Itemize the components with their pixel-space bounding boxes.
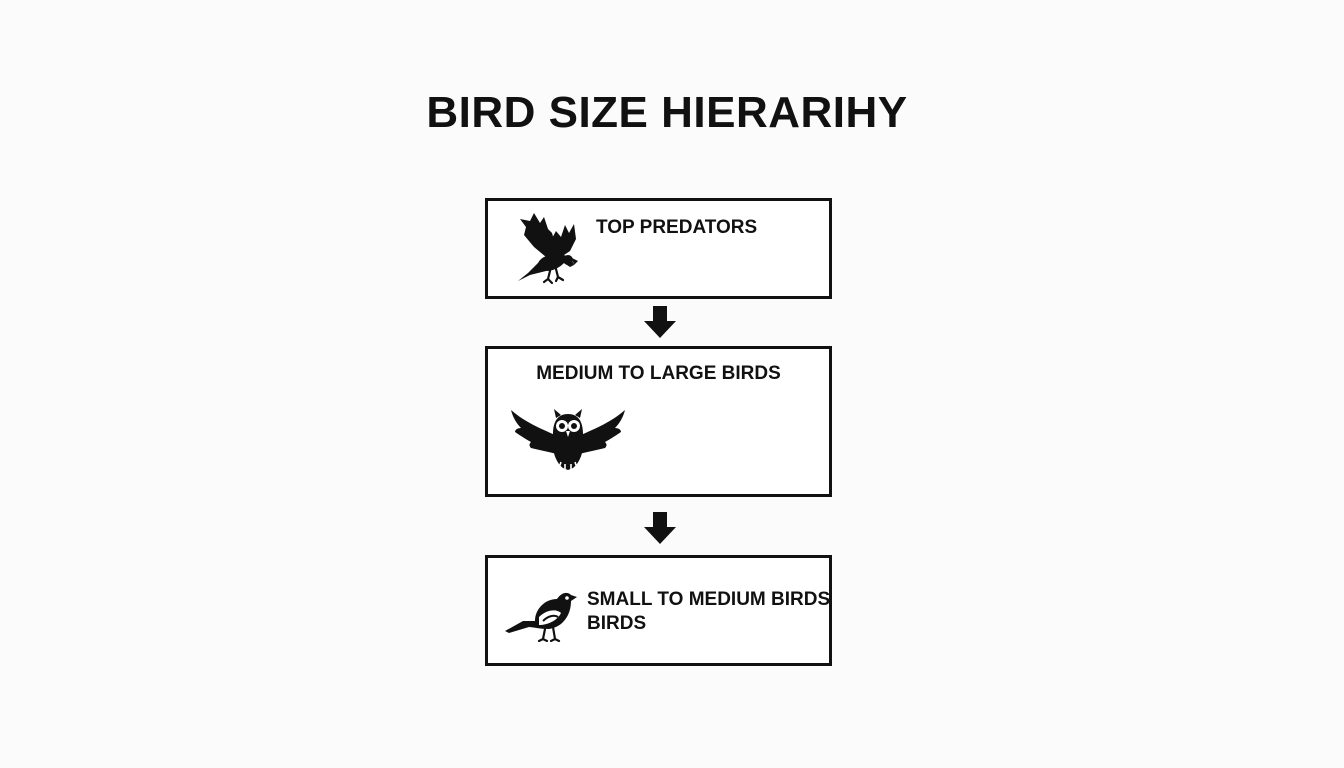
level-box-medium-to-large-birds: MEDIUM TO LARGE BIRDS	[485, 346, 832, 497]
level-label-small-to-medium-birds: SMALL TO MEDIUM BIRDS	[587, 589, 831, 610]
arrow-down-icon	[644, 512, 676, 544]
owl-icon	[511, 409, 625, 470]
diagram-title: BIRD SIZE HIERARIHY	[426, 88, 908, 137]
sparrow-icon	[505, 592, 577, 642]
level-label-small-to-medium-birds-line2: BIRDS	[587, 613, 647, 634]
level-box-top-predators: TOP PREDATORS	[485, 198, 832, 299]
level-box-small-to-medium-birds: SMALL TO MEDIUM BIRDS BIRDS	[485, 555, 832, 666]
level-label-top-predators: TOP PREDATORS	[596, 217, 758, 238]
level-label-medium-to-large-birds: MEDIUM TO LARGE BIRDS	[536, 363, 781, 384]
eagle-icon	[518, 213, 578, 285]
arrow-down-icon	[644, 306, 676, 338]
